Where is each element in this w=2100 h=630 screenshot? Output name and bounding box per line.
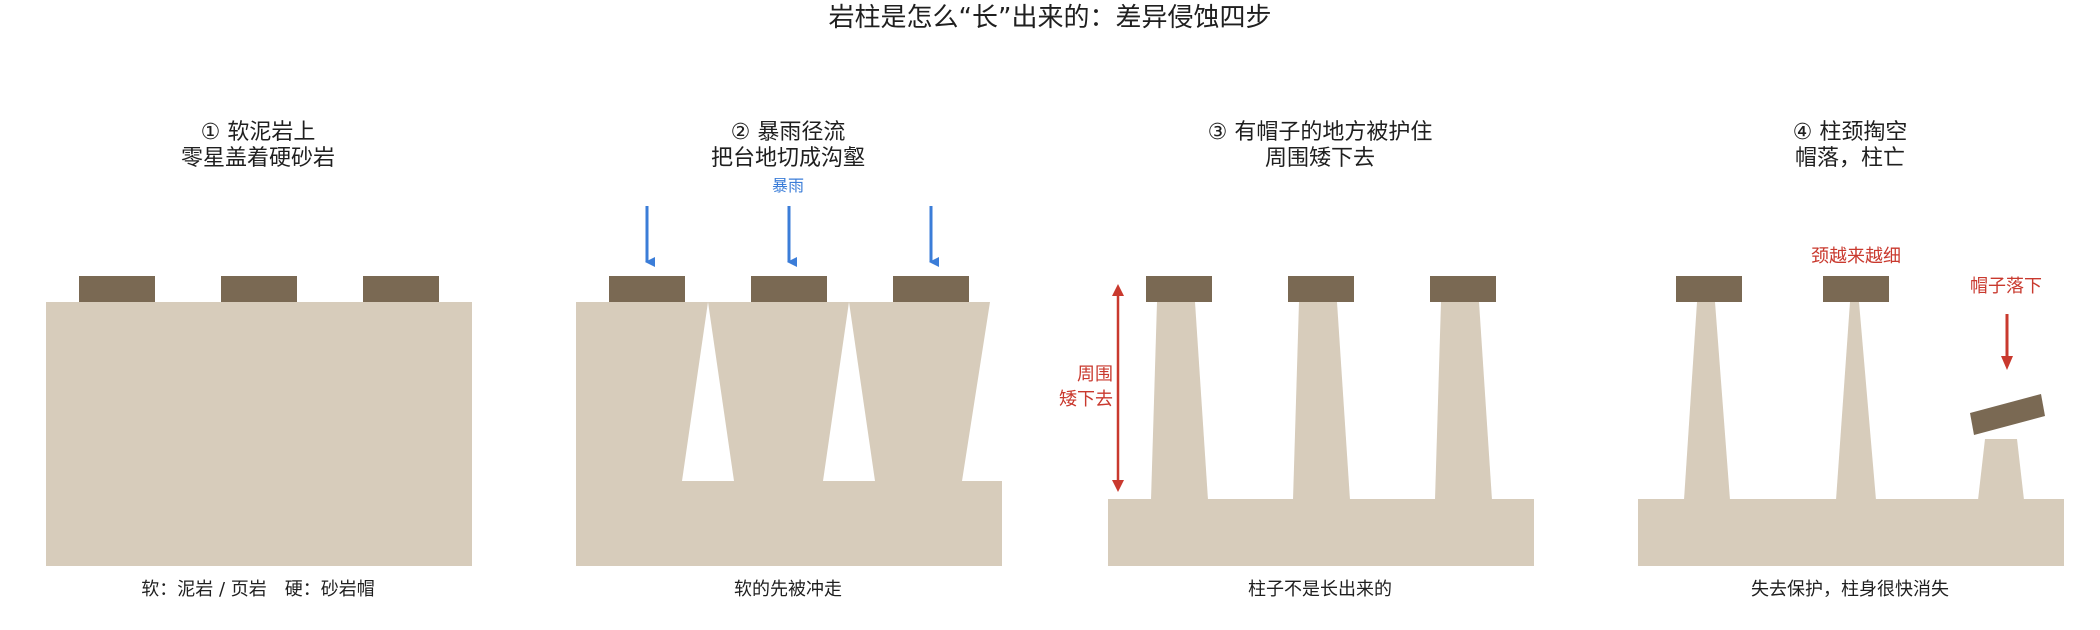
panel-2: ② 暴雨径流 把台地切成沟壑 暴雨 软的先被冲走	[576, 120, 1002, 600]
panel-3-caption: 柱子不是长出来的	[1248, 579, 1392, 600]
panel-2-caption: 软的先被冲走	[734, 579, 842, 600]
cap-fall-label: 帽子落下	[1970, 276, 2042, 297]
side-label-line1: 周围	[1077, 364, 1113, 385]
falling-cap	[1970, 394, 2045, 435]
panel-4-heading-line2: 帽落，柱亡	[1795, 146, 1905, 171]
panel-4-heading-line1: ④ 柱颈掏空	[1793, 120, 1908, 145]
sandstone-cap	[609, 276, 685, 302]
gully	[823, 302, 875, 481]
sandstone-cap	[1146, 276, 1212, 302]
sandstone-cap	[1823, 276, 1889, 302]
rock-pillar-thinning	[1836, 302, 1876, 500]
panel-4-caption: 失去保护，柱身很快消失	[1751, 579, 1949, 600]
diagram-title: 岩柱是怎么“长”出来的：差异侵蚀四步	[829, 3, 1272, 33]
rain-label: 暴雨	[772, 176, 804, 195]
neck-label: 颈越来越细	[1811, 246, 1901, 267]
sandstone-cap	[893, 276, 969, 302]
gully	[682, 302, 734, 481]
soft-rock-plateau	[576, 302, 1002, 566]
gully	[962, 302, 1002, 481]
rock-pillar	[1293, 302, 1350, 500]
panel-4: ④ 柱颈掏空 帽落，柱亡 颈越来越细 帽子落下 失去保护，柱身很快消失	[1638, 120, 2064, 600]
panel-3-heading-line2: 周围矮下去	[1265, 146, 1375, 171]
panel-2-heading-line1: ② 暴雨径流	[731, 120, 846, 145]
sandstone-cap	[751, 276, 827, 302]
panel-1: ① 软泥岩上 零星盖着硬砂岩 软：泥岩 / 页岩 硬：砂岩帽	[46, 120, 472, 600]
sandstone-cap	[363, 276, 439, 302]
rock-pillar	[1151, 302, 1208, 500]
pillar-remnant	[1978, 439, 2024, 500]
sandstone-cap	[221, 276, 297, 302]
rock-pillar-thinning	[1684, 302, 1730, 500]
height-difference-arrow	[1112, 284, 1124, 492]
panel-3: ③ 有帽子的地方被护住 周围矮下去 周围 矮下去 柱子不是长出来的	[1059, 120, 1534, 600]
sandstone-cap	[1288, 276, 1354, 302]
panel-1-heading-line2: 零星盖着硬砂岩	[181, 146, 335, 171]
panel-3-heading-line1: ③ 有帽子的地方被护住	[1208, 120, 1433, 145]
sandstone-cap	[1676, 276, 1742, 302]
panel-1-heading-line1: ① 软泥岩上	[201, 120, 316, 145]
panel-2-heading-line2: 把台地切成沟壑	[711, 146, 865, 171]
soft-rock-plateau	[46, 302, 472, 566]
sandstone-cap	[1430, 276, 1496, 302]
cap-fall-arrow	[2001, 314, 2013, 370]
lowered-ground	[1108, 499, 1534, 566]
rock-pillar	[1435, 302, 1492, 500]
side-label-line2: 矮下去	[1059, 389, 1113, 410]
panel-1-caption: 软：泥岩 / 页岩 硬：砂岩帽	[141, 579, 375, 600]
sandstone-cap	[79, 276, 155, 302]
lowered-ground	[1638, 499, 2064, 566]
